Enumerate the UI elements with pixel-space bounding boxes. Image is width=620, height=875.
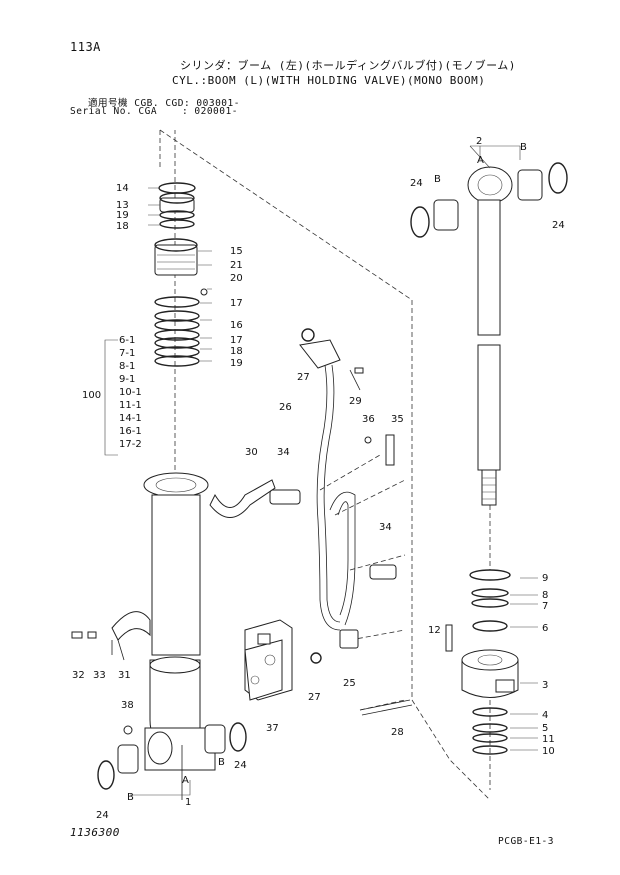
piston-parts <box>445 569 519 755</box>
group-item-0: 6-1 <box>119 335 135 346</box>
callout-27a: 27 <box>297 372 310 383</box>
serial-line-2: Serial No. CGA : 020001- <box>70 106 238 117</box>
callout-16: 16 <box>230 320 243 331</box>
group-item-1: 7-1 <box>119 348 135 359</box>
callout-18b: 18 <box>230 346 243 357</box>
callout-labels: 14 13 19 18 15 21 20 17 16 17 18 19 100 … <box>72 136 565 821</box>
title-english: CYL.:BOOM (L)(WITH HOLDING VALVE)(MONO B… <box>172 74 486 87</box>
callout-31: 31 <box>118 670 131 681</box>
callout-A-top: A <box>477 155 484 166</box>
callout-25: 25 <box>343 678 356 689</box>
callout-B-top-right: B <box>520 142 527 153</box>
callout-14: 14 <box>116 183 129 194</box>
callout-A-bottom: A <box>182 775 189 786</box>
callout-34a: 34 <box>277 447 290 458</box>
callout-6: 6 <box>542 623 548 634</box>
title-japanese: シリンダ：ブーム (左)(ホールディングバルブ付)(モノブーム) <box>180 59 516 72</box>
callout-24d: 24 <box>96 810 109 821</box>
group-item-5: 11-1 <box>119 400 142 411</box>
callout-37: 37 <box>266 723 279 734</box>
callout-24b: 24 <box>552 220 565 231</box>
callout-5: 5 <box>542 723 548 734</box>
holding-valve <box>244 619 293 701</box>
callout-19: 19 <box>116 210 129 221</box>
callout-24c: 24 <box>234 760 247 771</box>
callout-B-bottom-right: B <box>218 757 225 768</box>
callout-38: 38 <box>121 700 134 711</box>
cylinder-tube <box>97 472 247 800</box>
callout-19b: 19 <box>230 358 243 369</box>
group-item-2: 8-1 <box>119 361 135 372</box>
callout-4: 4 <box>542 710 548 721</box>
callout-11: 11 <box>542 734 555 745</box>
callout-7: 7 <box>542 601 548 612</box>
callout-17b: 17 <box>230 335 243 346</box>
clamp-and-bolts <box>71 611 151 661</box>
brackets-and-pipes <box>209 328 413 716</box>
callout-21: 21 <box>230 260 243 271</box>
page-number: 113A <box>70 40 101 54</box>
group-item-4: 10-1 <box>119 387 142 398</box>
callout-26: 26 <box>279 402 292 413</box>
callout-30: 30 <box>245 447 258 458</box>
callout-3: 3 <box>542 680 548 691</box>
callout-33: 33 <box>93 670 106 681</box>
group-label: 100 <box>82 390 101 401</box>
callout-2: 2 <box>476 136 482 147</box>
callout-13: 13 <box>116 200 129 211</box>
callout-24a: 24 <box>410 178 423 189</box>
callout-15: 15 <box>230 246 243 257</box>
callout-9: 9 <box>542 573 548 584</box>
group-item-6: 14-1 <box>119 413 142 424</box>
group-item-7: 16-1 <box>119 426 142 437</box>
leader-lines <box>104 145 538 796</box>
piston-rod <box>410 162 568 506</box>
group-item-8: 17-2 <box>119 439 142 450</box>
callout-17a: 17 <box>230 298 243 309</box>
assembly-guide-lines <box>159 129 491 801</box>
callout-1: 1 <box>185 797 191 808</box>
callout-10: 10 <box>542 746 555 757</box>
callout-35: 35 <box>391 414 404 425</box>
callout-18: 18 <box>116 221 129 232</box>
callout-20: 20 <box>230 273 243 284</box>
reference-code: PCGB-E1-3 <box>498 836 554 847</box>
callout-28: 28 <box>391 727 404 738</box>
callout-29: 29 <box>349 396 362 407</box>
callout-8: 8 <box>542 590 548 601</box>
callout-32: 32 <box>72 670 85 681</box>
rod-cover-parts <box>154 182 208 367</box>
callout-36: 36 <box>362 414 375 425</box>
group-item-3: 9-1 <box>119 374 135 385</box>
callout-12: 12 <box>428 625 441 636</box>
callout-B-top-left: B <box>434 174 441 185</box>
serial-line-1: 適用号機 CGB. CGD: 003001- <box>88 98 240 109</box>
callout-27b: 27 <box>308 692 321 703</box>
callout-B-bottom-left: B <box>127 792 134 803</box>
callout-34b: 34 <box>379 522 392 533</box>
drawing-number: 1136300 <box>70 826 120 839</box>
